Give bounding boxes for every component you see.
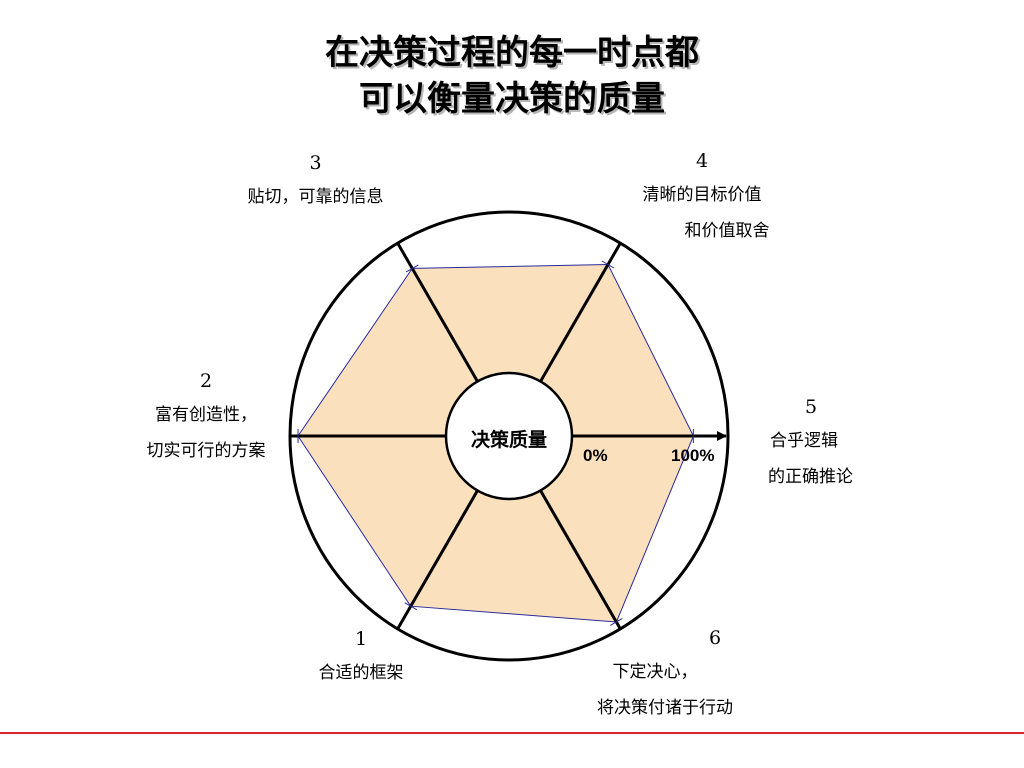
- axis-number: 6: [708, 627, 722, 649]
- title-line-1: 在决策过程的每一时点都: [325, 33, 699, 73]
- axis-label-6: 6 下定决心， 将决策付诸于行动: [570, 627, 760, 719]
- title-line-2: 可以衡量决策的质量: [359, 79, 665, 119]
- axis-label-line: 的正确推论: [768, 467, 853, 487]
- scale-min-label: 0%: [583, 446, 608, 465]
- axis-number: 3: [309, 152, 322, 174]
- axis-line: [539, 489, 622, 630]
- axis-label-line: 切实可行的方案: [146, 441, 266, 461]
- axis-label-4: 4 清晰的目标价值 和价值取舍: [612, 150, 792, 242]
- axis-label-line: 合适的框架: [318, 663, 404, 683]
- axis-label-1: 1 合适的框架: [296, 628, 426, 684]
- axis-label-line: 清晰的目标价值: [642, 185, 762, 205]
- axis-line: [396, 242, 479, 383]
- bottom-accent-rule: [0, 732, 1024, 734]
- axis-label-line: 和价值取舍: [684, 221, 770, 241]
- slide-title: 在决策过程的每一时点都 可以衡量决策的质量: [0, 30, 1024, 122]
- axis-label-line: 合乎逻辑: [770, 431, 838, 451]
- vertex-tick: [601, 260, 615, 269]
- axis-line: [539, 242, 622, 383]
- axis-number: 1: [354, 628, 368, 650]
- scale-max-label: 100%: [671, 446, 715, 465]
- axis-label-line: 贴切，可靠的信息: [247, 187, 384, 207]
- vertex-tick: [405, 264, 419, 273]
- axis-label-5: 5 合乎逻辑 的正确推论: [762, 396, 892, 488]
- inner-circle: [444, 371, 574, 501]
- axis-label-line: 富有创造性，: [155, 405, 257, 425]
- vertex-tick: [610, 618, 623, 626]
- axis-number: 4: [695, 150, 709, 172]
- axis-number: 2: [199, 370, 213, 392]
- axis-number: 5: [805, 396, 818, 418]
- axis-label-2: 2 富有创造性， 切实可行的方案: [116, 370, 296, 462]
- axis-label-line: 下定决心，: [612, 662, 698, 682]
- center-label: 决策质量: [470, 429, 547, 451]
- axis-label-line: 将决策付诸于行动: [597, 698, 733, 718]
- axis-label-3: 3 贴切，可靠的信息: [218, 152, 413, 208]
- vertex-tick: [404, 602, 418, 611]
